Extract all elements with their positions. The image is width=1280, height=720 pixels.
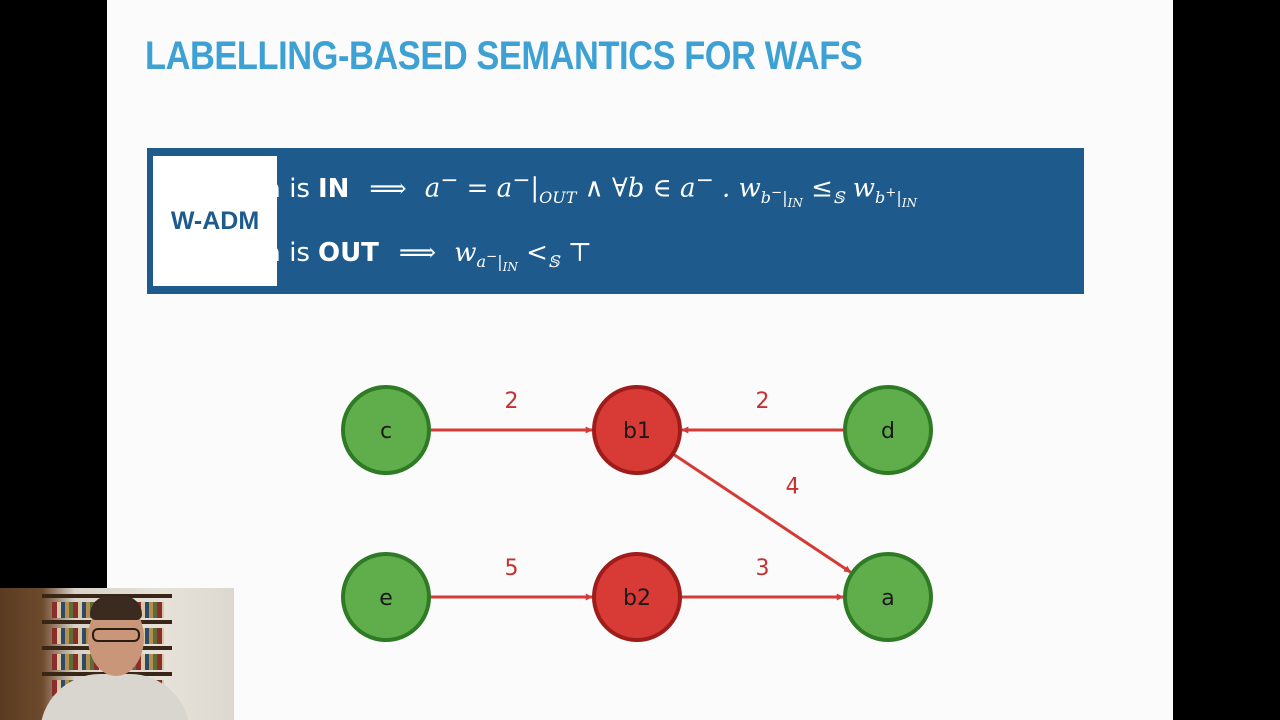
node-d (843, 385, 933, 475)
definition-box: W-ADM (147, 148, 1084, 294)
in-rule-prefix: a is (265, 173, 310, 204)
node-b1 (592, 385, 682, 475)
node-label-d: d (881, 419, 895, 444)
node-label-b1: b1 (623, 419, 651, 444)
edge-weight-e-b2: 5 (505, 556, 519, 581)
out-rule-formula: wa−|IN <𝕊 ⊤ (454, 238, 593, 275)
argumentation-graph: 2 2 4 5 3 c b1 d e b2 a (341, 385, 933, 642)
out-rule: a is OUT ⟹ wa−|IN <𝕊 ⊤ (265, 238, 592, 274)
presenter-hair (90, 596, 142, 620)
out-rule-prefix: a is (265, 238, 310, 268)
node-b2 (592, 552, 682, 642)
in-rule-arrow: ⟹ (369, 173, 407, 204)
in-rule-formula: a− = a−|OUT ∧ ∀b ∈ a− . wb−|IN ≤𝕊 wb+|IN (424, 168, 918, 211)
node-a (843, 552, 933, 642)
slide: LABELLING-BASED SEMANTICS FOR WAFS W-ADM… (107, 0, 1173, 720)
out-rule-keyword: OUT (317, 238, 379, 268)
node-label-b2: b2 (623, 586, 651, 611)
node-e (341, 552, 431, 642)
edge-b1-a (672, 453, 852, 574)
node-c (341, 385, 431, 475)
edge-weight-b1-a: 4 (786, 475, 800, 500)
slide-title: LABELLING-BASED SEMANTICS FOR WAFS (145, 34, 863, 78)
edge-weight-c-b1: 2 (505, 389, 519, 414)
edge-weight-b2-a: 3 (756, 556, 770, 581)
webcam-video (0, 588, 234, 720)
in-rule-keyword: IN (317, 173, 350, 204)
node-label-a: a (881, 586, 894, 611)
out-rule-arrow: ⟹ (398, 238, 437, 268)
edge-weight-d-b1: 2 (756, 389, 770, 414)
definition-label-box: W-ADM (153, 156, 277, 286)
in-rule: a is IN ⟹ a− = a−|OUT ∧ ∀b ∈ a− . wb−|IN… (265, 168, 917, 210)
node-label-c: c (380, 419, 392, 444)
definition-label: W-ADM (170, 206, 260, 235)
presenter-glasses (92, 628, 140, 642)
node-label-e: e (379, 586, 393, 611)
